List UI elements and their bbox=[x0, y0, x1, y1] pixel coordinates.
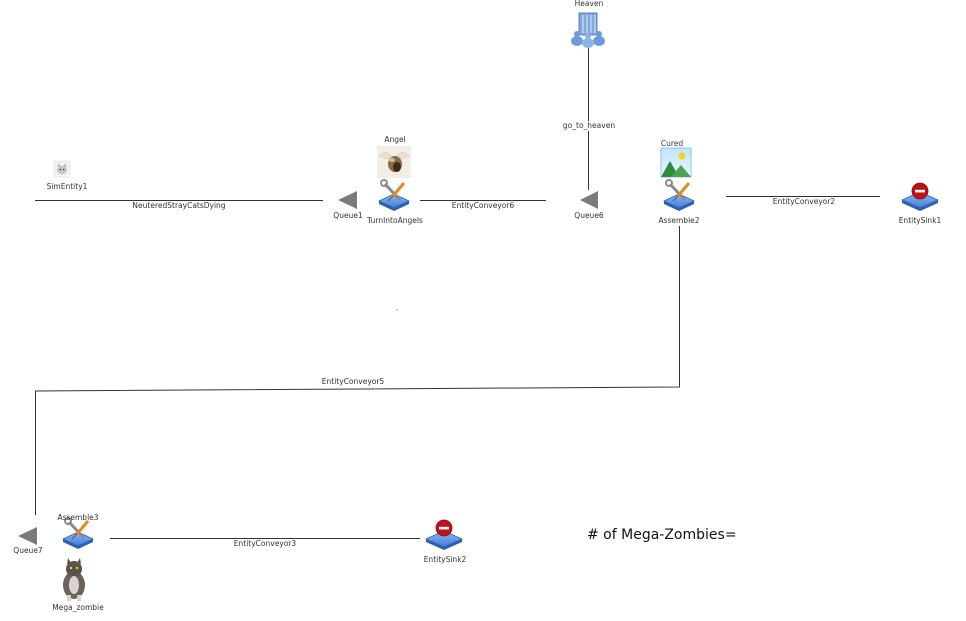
connection-label-conveyor2: EntityConveyor2 bbox=[772, 197, 836, 206]
node-label-sim-entity1: SimEntity1 bbox=[46, 182, 88, 191]
node-label-turn-into-angels: TurnIntoAngels bbox=[367, 216, 423, 225]
connection-label-go-to-heaven: go_to_heaven bbox=[562, 121, 616, 131]
zombie-cat-image[interactable] bbox=[63, 558, 85, 601]
landscape-picture-icon[interactable] bbox=[660, 147, 692, 178]
turn-into-angels-wrench-screwdriver-icon[interactable] bbox=[378, 179, 410, 211]
connection-lines bbox=[35, 48, 880, 539]
node-label-entity-sink2: EntitySink2 bbox=[423, 555, 467, 564]
node-label-queue6: Queue6 bbox=[574, 211, 604, 220]
node-label-angel: Angel bbox=[384, 135, 406, 144]
node-label-queue1: Queue1 bbox=[333, 211, 363, 220]
queue7-triangle-icon[interactable] bbox=[18, 527, 37, 545]
node-label-assemble2: Assemble2 bbox=[658, 216, 700, 225]
connection-label-conveyor3: EntityConveyor3 bbox=[233, 539, 297, 548]
connection-label-neutered: NeuteredStrayCatsDying bbox=[132, 201, 226, 210]
building-people-icon[interactable] bbox=[571, 12, 605, 48]
queue1-triangle-icon[interactable] bbox=[338, 191, 357, 209]
mega-zombie-counter-label: # of Mega-Zombies= bbox=[587, 527, 737, 543]
node-label-heaven: Heaven bbox=[574, 0, 604, 8]
assemble3-wrench-screwdriver-icon[interactable] bbox=[62, 517, 94, 549]
queue6-triangle-icon[interactable] bbox=[580, 191, 598, 209]
entity-sink2-red-stop-icon[interactable] bbox=[425, 519, 463, 550]
node-label-entity-sink1: EntitySink1 bbox=[898, 216, 942, 225]
cat-face-icon[interactable] bbox=[53, 160, 71, 178]
connection-label-conveyor6: EntityConveyor6 bbox=[451, 201, 515, 210]
assemble2-wrench-screwdriver-icon[interactable] bbox=[663, 179, 695, 211]
node-label-mega-zombie: Mega_zombie bbox=[52, 603, 104, 612]
node-label-cured: Cured bbox=[660, 139, 684, 148]
node-label-assemble3: Assemble3 bbox=[57, 513, 99, 522]
angel-cat-image[interactable] bbox=[377, 146, 411, 178]
entity-sink1-red-stop-icon[interactable] bbox=[901, 182, 939, 211]
conveyor5-line[interactable] bbox=[35, 226, 680, 515]
stray-dot bbox=[396, 309, 398, 311]
node-label-queue7: Queue7 bbox=[13, 546, 43, 555]
connection-label-conveyor5: EntityConveyor5 bbox=[321, 377, 385, 386]
